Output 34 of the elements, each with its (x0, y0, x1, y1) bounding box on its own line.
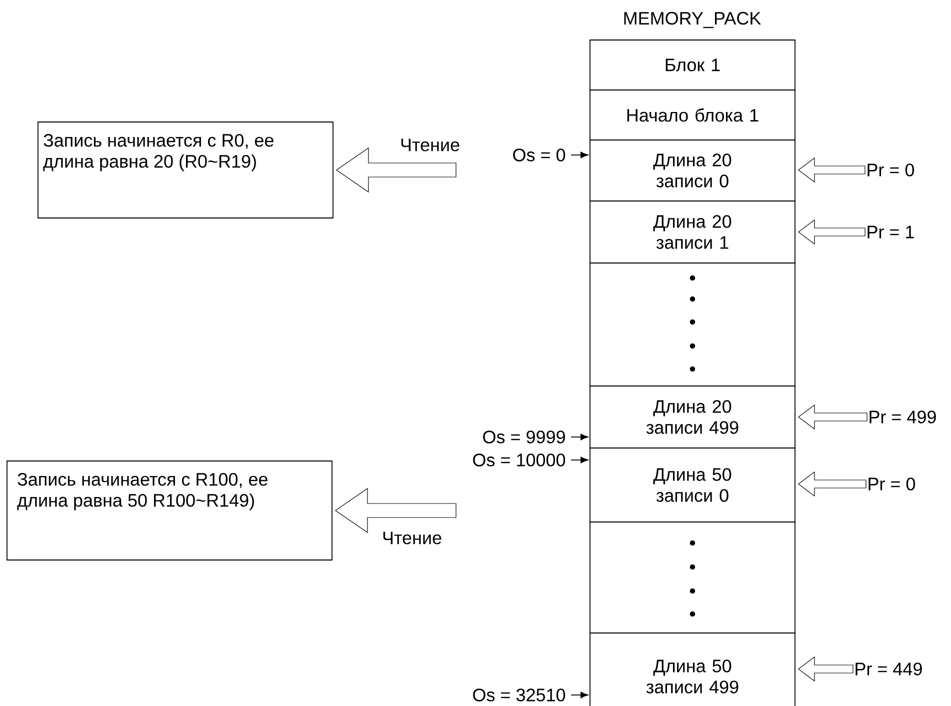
pointer-label: Pr = 449 (856, 662, 922, 676)
memory-cell: Начало блока 1 (590, 90, 796, 140)
hollow-arrow (798, 471, 866, 497)
pointer-label: Pr = 0 (868, 164, 914, 176)
arrow (570, 456, 588, 464)
memory-cell: Длина 20 записи 1 (590, 200, 796, 264)
arrow (570, 152, 588, 158)
offset-label: Os = 10000 (473, 454, 566, 466)
memory-cell: Длина 20 записи 0 (590, 140, 796, 202)
memory-cell: Длина 20 записи 499 (590, 386, 796, 448)
note-box: Запись начинается с R100, ее длина равна 50 R100~R149) (6, 460, 332, 560)
edge-label: Чтение (398, 138, 462, 152)
arrow (570, 692, 588, 698)
memory-cell: Длина 50 записи 0 (590, 448, 796, 522)
offset-label: Os = 32510 (473, 688, 566, 702)
pointer-label: Pr = 0 (868, 478, 916, 490)
ellipsis-cell (590, 262, 796, 386)
note-box: Запись начинается с R0, ее длина равна 20 (R0~R19) (38, 122, 334, 218)
pointer-label: Pr = 499 (870, 410, 936, 424)
memory-cell: Блок 1 (590, 40, 796, 90)
pointer-label: Pr = 1 (868, 226, 914, 238)
memory-cell: Длина 50 записи 499 (590, 632, 796, 706)
arrow (570, 434, 588, 440)
hollow-arrow (336, 147, 456, 193)
hollow-arrow (798, 656, 854, 682)
hollow-arrow (334, 488, 456, 534)
hollow-arrow (798, 157, 866, 183)
ellipsis-cell (590, 522, 796, 634)
offset-label: Os = 0 (513, 148, 566, 162)
offset-label: Os = 9999 (483, 430, 565, 444)
edge-label: Чтение (380, 530, 444, 546)
hollow-arrow (798, 219, 866, 245)
hollow-arrow (798, 404, 868, 430)
column-title: MEMORY_PACK (624, 12, 761, 28)
